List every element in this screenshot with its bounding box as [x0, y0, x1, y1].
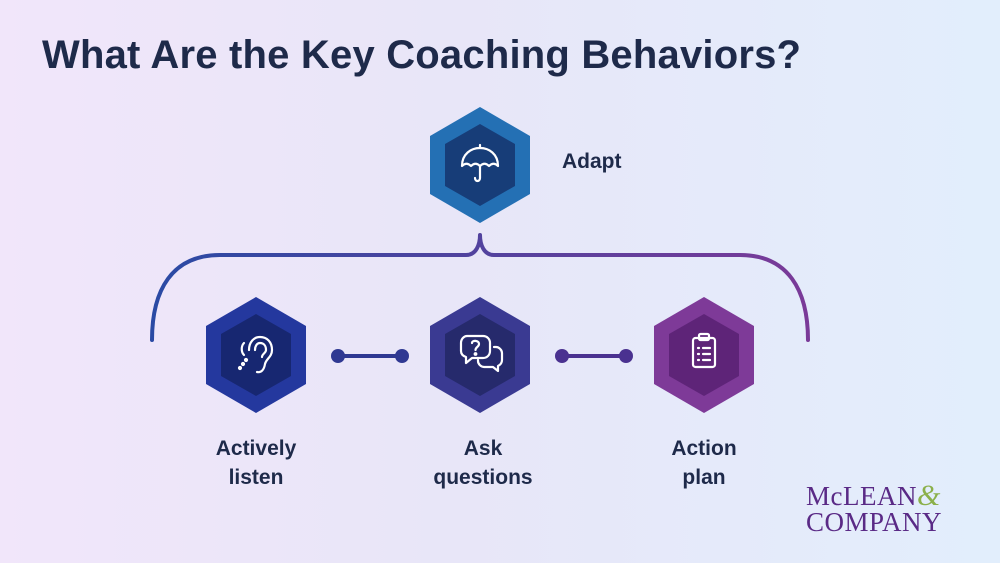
connector-ask-plan	[555, 349, 633, 363]
adapt-hexagon	[430, 107, 530, 223]
action-plan-label-line2: plan	[682, 466, 726, 489]
logo-ampersand: &	[916, 479, 941, 512]
logo-line1: McLEAN&	[806, 481, 971, 511]
logo-name: McLEAN	[806, 481, 917, 511]
ask-questions-label-line1: Ask	[463, 437, 503, 460]
ear-icon	[237, 335, 274, 374]
umbrella-icon	[460, 143, 500, 183]
chat-bubbles-icon	[459, 334, 504, 373]
adapt-label: Adapt	[562, 150, 622, 173]
actively-listen-label-line2: listen	[228, 466, 284, 489]
ask-questions-hexagon	[430, 297, 530, 413]
company-logo: McLEAN& COMPANY	[806, 481, 971, 537]
connector-listen-ask	[331, 349, 409, 363]
action-plan-label: Action plan	[604, 434, 804, 492]
ask-questions-label-line2: questions	[433, 466, 533, 489]
logo-line2: COMPANY	[806, 507, 943, 537]
ask-questions-label: Ask questions	[383, 434, 583, 492]
page-title: What Are the Key Coaching Behaviors?	[42, 33, 802, 77]
actively-listen-label: Actively listen	[156, 434, 356, 492]
action-plan-hexagon	[654, 297, 754, 413]
actively-listen-label-line1: Actively	[215, 437, 297, 460]
clipboard-icon	[691, 332, 717, 369]
actively-listen-hexagon	[206, 297, 306, 413]
grouping-brace	[150, 233, 810, 342]
action-plan-label-line1: Action	[671, 437, 737, 460]
